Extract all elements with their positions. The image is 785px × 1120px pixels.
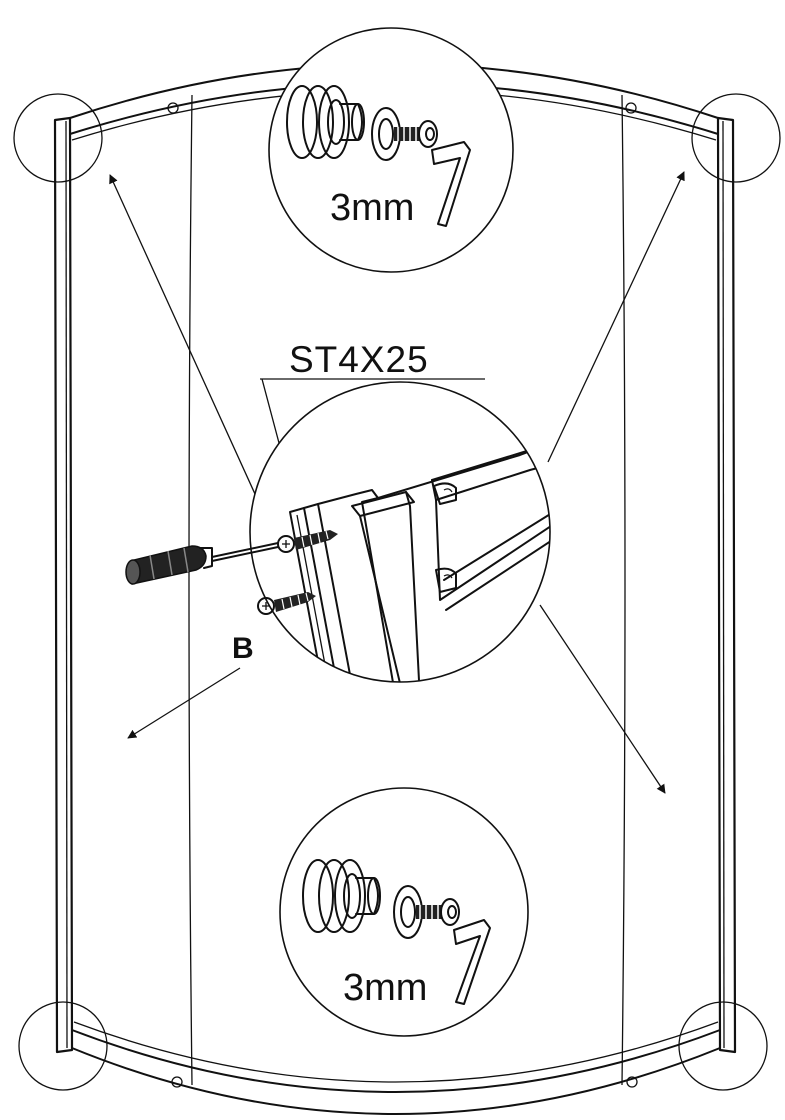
direction-arrows bbox=[109, 171, 685, 794]
self-tapping-screw-icon bbox=[277, 530, 338, 553]
part-letter-label: B bbox=[232, 632, 254, 665]
roller-wheel-icon bbox=[286, 85, 365, 159]
allen-key-icon bbox=[453, 919, 491, 1005]
mounting-hole bbox=[167, 102, 179, 114]
allen-key-size-label-bottom: 3mm bbox=[343, 967, 427, 1009]
bottom-roller-detail: 3mm bbox=[279, 787, 529, 1037]
mounting-hole bbox=[171, 1076, 183, 1088]
arrow-to-top-right-corner bbox=[547, 171, 685, 463]
roller-wheel-icon bbox=[302, 859, 381, 933]
mounting-hole bbox=[625, 102, 637, 114]
arrow-to-bottom-right-corner bbox=[539, 604, 666, 794]
screw-spec-callout: ST4X25 bbox=[260, 339, 485, 523]
self-tapping-screw-icon bbox=[257, 592, 316, 615]
center-detail-circle bbox=[249, 381, 551, 683]
screw-spec-label: ST4X25 bbox=[289, 339, 429, 380]
top-detail-circle bbox=[268, 27, 514, 273]
allen-key-size-label-top: 3mm bbox=[330, 187, 414, 229]
hex-bolt-icon bbox=[393, 885, 460, 939]
corner-detail-circle-top-right bbox=[691, 93, 781, 183]
mounting-hole bbox=[626, 1076, 638, 1088]
arrow-to-bottom-left-corner bbox=[127, 667, 241, 739]
allen-key-icon bbox=[431, 141, 471, 227]
screwdriver-icon bbox=[125, 542, 279, 585]
top-roller-detail: 3mm bbox=[268, 27, 514, 273]
corner-detail-circle-bottom-right bbox=[678, 1001, 768, 1091]
corner-detail-circle-bottom-left bbox=[18, 1001, 108, 1091]
corner-detail-circle-top-left bbox=[13, 93, 103, 183]
hex-bolt-icon bbox=[371, 107, 438, 161]
arrow-to-top-left-corner bbox=[109, 174, 261, 506]
enclosure-frame bbox=[53, 63, 737, 1115]
